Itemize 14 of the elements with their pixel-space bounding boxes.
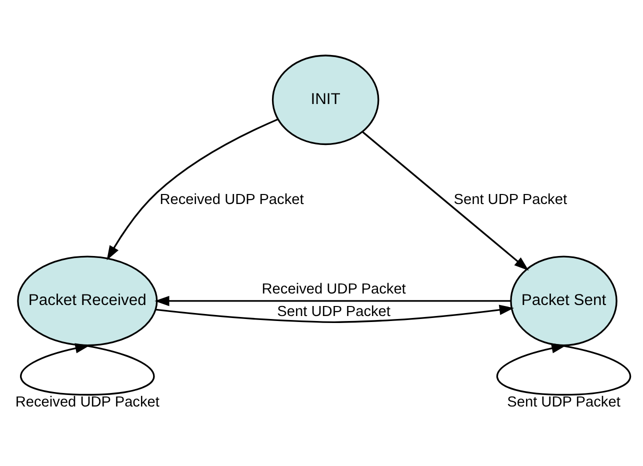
node-ellipse: Packet Received bbox=[17, 256, 158, 346]
arrow bbox=[496, 343, 631, 396]
edge-label: Received UDP Packet bbox=[15, 394, 160, 410]
arrow bbox=[106, 118, 278, 260]
edge-label: Received UDP Packet bbox=[262, 282, 406, 298]
edge-label: Sent UDP Packet bbox=[277, 304, 390, 320]
edge-label: Sent UDP Packet bbox=[507, 394, 620, 410]
arrow bbox=[362, 131, 529, 271]
arrow bbox=[155, 304, 514, 323]
edge-label: Sent UDP Packet bbox=[454, 192, 568, 208]
arrow bbox=[20, 343, 155, 396]
edge-label: Received UDP Packet bbox=[160, 192, 304, 208]
node-ellipse: INIT bbox=[272, 54, 380, 146]
arrow bbox=[154, 296, 511, 306]
